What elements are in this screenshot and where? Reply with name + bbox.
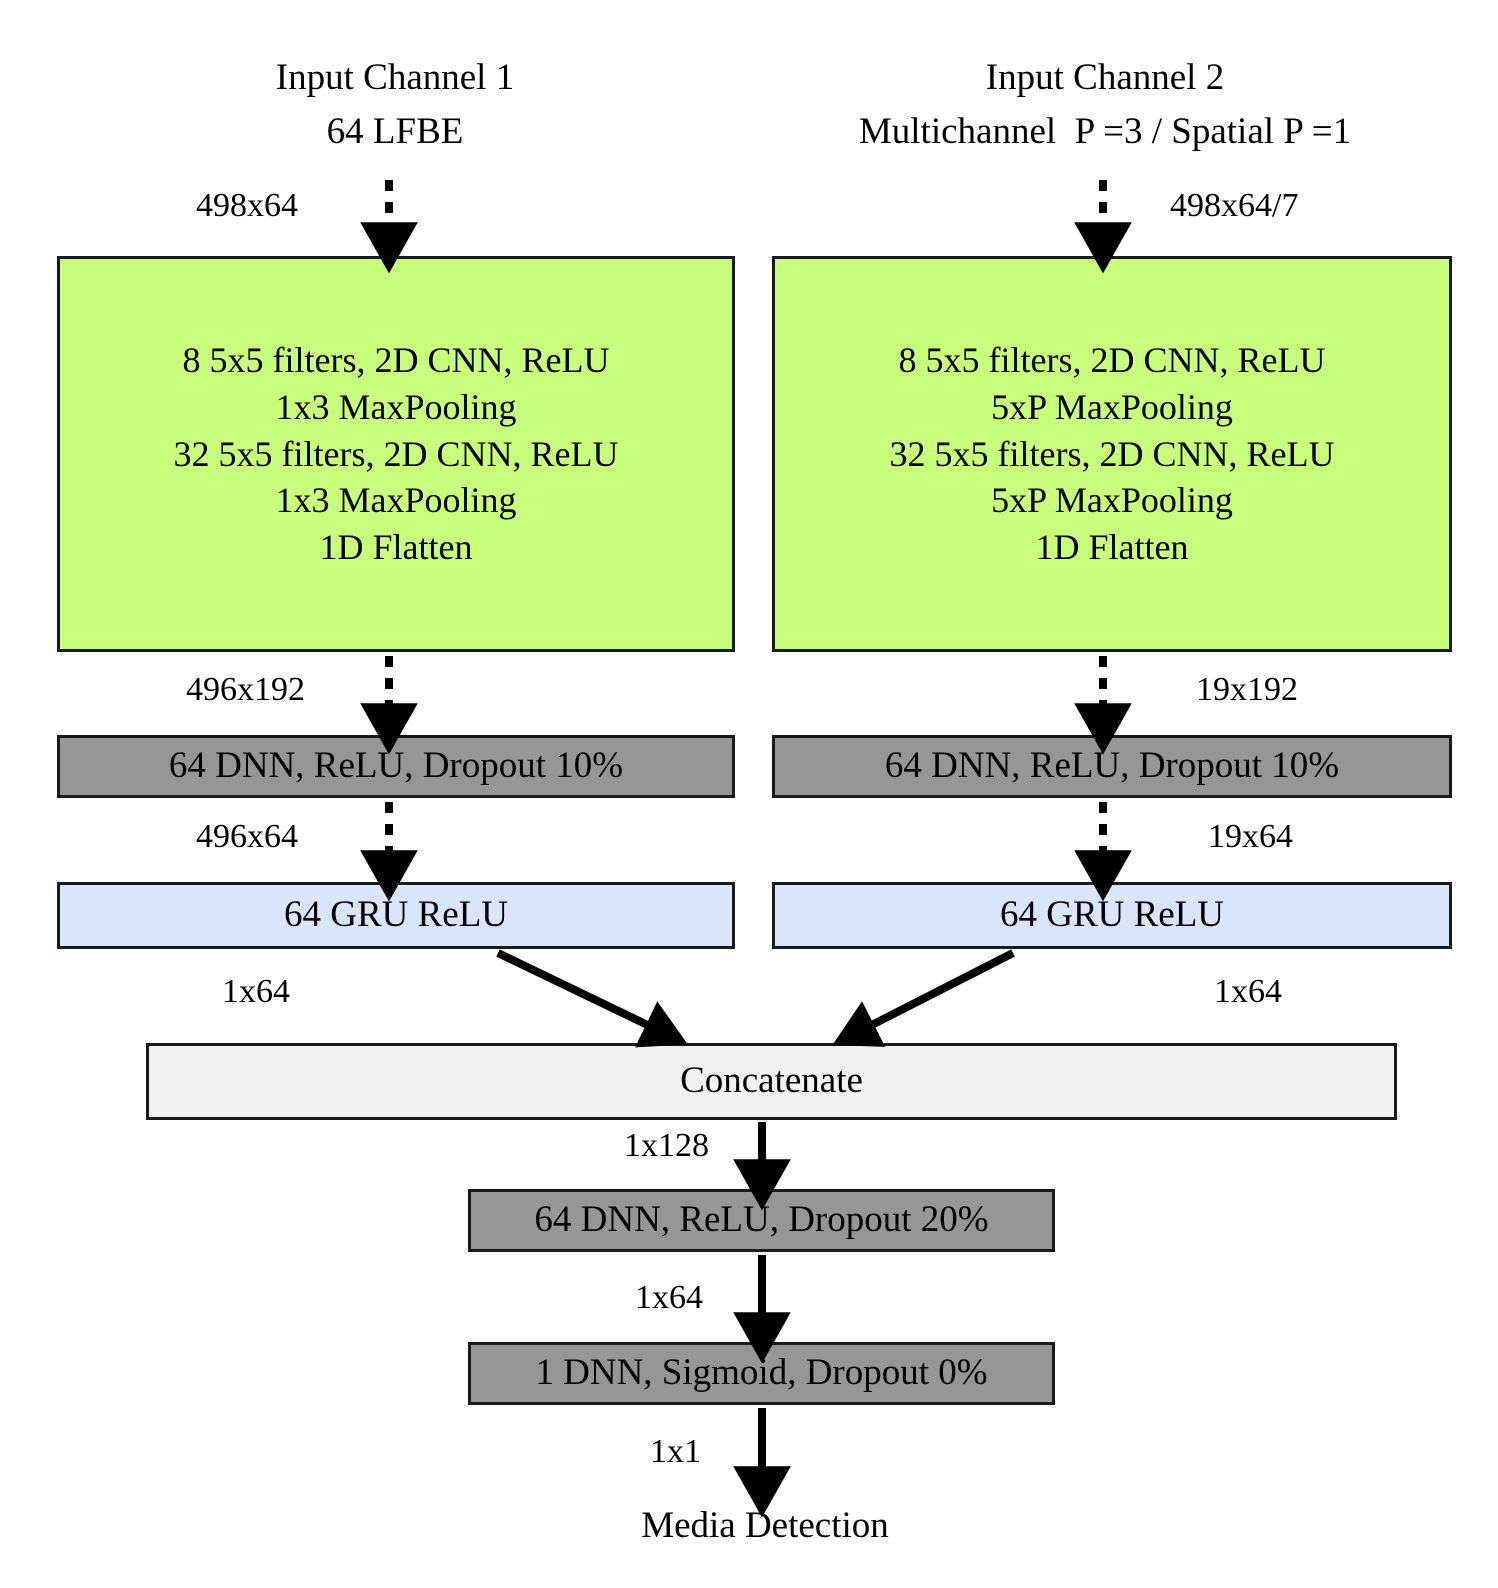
left-branch-header-line1: Input Channel 1: [275, 57, 515, 98]
dense-64-label: 64 DNN, ReLU, Dropout 20%: [534, 1199, 989, 1241]
left-gru-block: 64 GRU ReLU: [57, 882, 735, 949]
arrow-left-gru-to-concat: [496, 949, 688, 1048]
left-cnn-line-1: 8 5x5 filters, 2D CNN, ReLU: [182, 340, 610, 380]
right-gru-label: 64 GRU ReLU: [999, 894, 1225, 936]
right-cnn-block: 8 5x5 filters, 2D CNN, ReLU 5xP MaxPooli…: [772, 256, 1452, 652]
right-dnn-block: 64 DNN, ReLU, Dropout 10%: [772, 735, 1452, 798]
right-gru-block: 64 GRU ReLU: [772, 882, 1452, 949]
concatenate-block: Concatenate: [146, 1043, 1397, 1120]
final-output-label: Media Detection: [641, 1505, 889, 1546]
right-cnn-line-5: 1D Flatten: [1035, 527, 1189, 568]
left-dim-after-dnn-label: 496x64: [196, 818, 298, 855]
right-cnn-line-1: 8 5x5 filters, 2D CNN, ReLU: [898, 340, 1326, 380]
right-input-dim-label: 498x64/7: [1170, 187, 1299, 224]
right-cnn-line-3: 32 5x5 filters, 2D CNN, ReLU: [889, 433, 1335, 474]
left-branch-header-line2: 64 LFBE: [326, 111, 464, 152]
concatenate-label: Concatenate: [680, 1060, 863, 1102]
left-dim-after-cnn-label: 496x192: [186, 671, 305, 708]
right-branch-header-line2: Multichannel P =3 / Spatial P =1: [858, 111, 1352, 152]
left-input-dim-label: 498x64: [196, 187, 298, 224]
left-gru-label: 64 GRU ReLU: [283, 894, 509, 936]
dense-64-block: 64 DNN, ReLU, Dropout 20%: [468, 1189, 1055, 1252]
right-dim-after-cnn-label: 19x192: [1196, 671, 1298, 708]
output-dnn-label: 1 DNN, Sigmoid, Dropout 0%: [535, 1352, 988, 1394]
dim-after-output-label: 1x1: [650, 1433, 701, 1470]
right-cnn-line-4: 5xP MaxPooling: [991, 480, 1233, 521]
output-dnn-block: 1 DNN, Sigmoid, Dropout 0%: [468, 1342, 1055, 1405]
left-cnn-block: 8 5x5 filters, 2D CNN, ReLU 1x3 MaxPooli…: [57, 256, 735, 652]
left-cnn-line-5: 1D Flatten: [319, 527, 473, 568]
left-dnn-label: 64 DNN, ReLU, Dropout 10%: [168, 745, 624, 787]
arrow-right-gru-to-concat: [832, 949, 1015, 1047]
dim-after-dense-label: 1x64: [635, 1279, 703, 1316]
left-cnn-line-3: 32 5x5 filters, 2D CNN, ReLU: [173, 433, 619, 474]
left-cnn-line-2: 1x3 MaxPooling: [275, 386, 517, 427]
left-dim-after-gru-label: 1x64: [222, 973, 290, 1010]
left-dnn-block: 64 DNN, ReLU, Dropout 10%: [57, 735, 735, 798]
left-cnn-line-4: 1x3 MaxPooling: [275, 480, 517, 521]
right-dim-after-gru-label: 1x64: [1214, 973, 1282, 1010]
right-dim-after-dnn-label: 19x64: [1208, 818, 1293, 855]
dim-after-concat-label: 1x128: [624, 1127, 709, 1164]
right-branch-header-line1: Input Channel 2: [985, 57, 1225, 98]
right-cnn-line-2: 5xP MaxPooling: [991, 386, 1233, 427]
right-dnn-label: 64 DNN, ReLU, Dropout 10%: [884, 745, 1340, 787]
